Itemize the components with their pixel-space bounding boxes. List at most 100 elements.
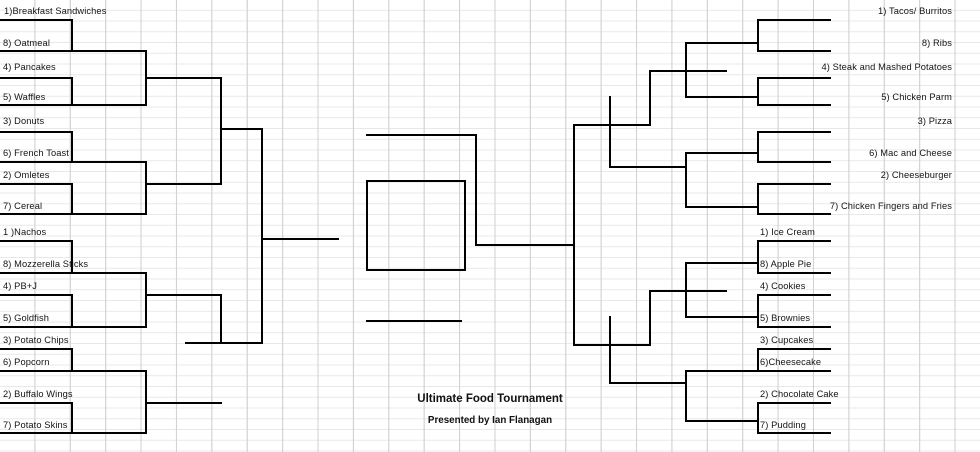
bracket-line-bl-r2-c: [71, 370, 147, 372]
bracket-join-bl-region: [220, 294, 222, 344]
bracket-line-tl-r3-a: [145, 77, 222, 79]
bracket-line-br-r2-c: [685, 370, 759, 372]
bracket-line-right-semifinal-top: [573, 124, 651, 126]
bracket-join-tr-region2: [609, 96, 611, 168]
team-label-bl-6: 6) Popcorn: [3, 357, 50, 367]
team-label-bl-4: 5) Goldfish: [3, 313, 50, 323]
team-label-tl-3: 4) Pancakes: [3, 62, 56, 72]
bracket-join-bl-m2: [71, 294, 73, 328]
bracket-join-br-s1: [685, 262, 687, 318]
bracket-line-br-r1-t7: [757, 402, 831, 404]
team-label-tl-1: 1)Breakfast Sandwiches: [4, 6, 107, 16]
bracket-line-tl-r1-t8: [0, 213, 73, 215]
team-label-tr-1: 1) Tacos/ Burritos: [878, 6, 952, 16]
bracket-line-br-r1-t5: [757, 348, 831, 350]
bracket-line-tl-r3-b: [145, 183, 222, 185]
bracket-line-bl-r1-t4: [0, 326, 73, 328]
bracket-line-tr-r1-t4: [757, 104, 831, 106]
bracket-line-tr-r3-a: [649, 70, 727, 72]
bracket-line-tr-r2-b: [685, 96, 759, 98]
team-label-tr-4: 5) Chicken Parm: [881, 92, 952, 102]
bracket-join-tl-m1: [71, 19, 73, 52]
bracket-line-br-r3-b: [609, 382, 687, 384]
bracket-line-br-r1-t2: [757, 272, 831, 274]
team-label-tl-8: 7) Cereal: [3, 201, 43, 211]
bracket-line-tr-r1-t5: [757, 131, 831, 133]
bracket-join-tr-region: [649, 70, 651, 126]
bracket-line-left-finalist: [261, 238, 339, 240]
bracket-line-br-r1-t1: [757, 240, 831, 242]
bracket-join-br-m1: [757, 240, 759, 274]
bracket-join-bl-m4: [71, 402, 73, 434]
bracket-line-bl-r2-b: [71, 326, 147, 328]
team-label-bl-1: 1 )Nachos: [3, 227, 47, 237]
bracket-line-br-r1-t8: [757, 432, 831, 434]
bracket-join-bl-m1: [71, 240, 73, 274]
bracket-join-br-m3: [757, 348, 759, 372]
bracket-join-tl-m4: [71, 183, 73, 215]
bracket-line-tr-r1-t8: [757, 213, 831, 215]
bracket-join-tr-m3: [757, 131, 759, 163]
bracket-line-tl-r2-d: [71, 213, 147, 215]
bracket-line-tr-r2-a: [685, 42, 759, 44]
team-label-br-8: 7) Pudding: [760, 420, 806, 430]
bracket-line-right-finalist: [475, 244, 575, 246]
bracket-line-br-r1-t3: [757, 294, 831, 296]
bracket-line-tr-r1-t3: [757, 77, 831, 79]
bracket-join-center-right: [475, 134, 477, 246]
bracket-line-bl-r1-t7: [0, 402, 73, 404]
bracket-line-bl-r1-t5: [0, 348, 73, 350]
bracket-join-br-region2: [609, 316, 611, 384]
bracket-line-tr-r1-t7: [757, 183, 831, 185]
bracket-join-left-final: [261, 128, 263, 344]
team-label-br-3: 4) Cookies: [760, 281, 806, 291]
team-label-tl-4: 5) Waffles: [3, 92, 46, 102]
bracket-line-tl-r2-c: [71, 161, 147, 163]
bracket-line-champ-top: [366, 134, 477, 136]
bracket-line-champ-bottom: [366, 320, 462, 322]
team-label-tr-7: 2) Cheeseburger: [880, 170, 952, 180]
bracket-join-tl-region: [220, 77, 222, 185]
bracket-line-tl-r2-b: [71, 104, 147, 106]
bracket-line-tr-r1-t6: [757, 161, 831, 163]
team-label-br-1: 1) Ice Cream: [760, 227, 815, 237]
team-label-br-4: 5) Brownies: [760, 313, 811, 323]
bracket-line-br-r2-a: [685, 262, 759, 264]
bracket-join-tr-m4: [757, 183, 759, 215]
team-label-tr-5: 3) Pizza: [917, 116, 952, 126]
champion-box[interactable]: [366, 180, 466, 271]
bracket-line-br-r2-b: [685, 316, 759, 318]
page-title: Ultimate Food Tournament: [417, 393, 563, 405]
bracket-line-left-semifinal-top: [220, 128, 262, 130]
bracket-line-tl-r1-t1: [0, 19, 73, 21]
bracket-join-tr-m1: [757, 19, 759, 52]
bracket-join-bl-m3: [71, 348, 73, 372]
team-label-bl-3: 4) PB+J: [3, 281, 38, 291]
bracket-join-br-region: [649, 290, 651, 346]
page-subtitle: Presented by Ian Flanagan: [427, 415, 553, 426]
bracket-line-bl-r1-t6: [0, 370, 73, 372]
bracket-line-tl-r2-a: [71, 50, 147, 52]
bracket-line-bl-r2-d: [71, 432, 147, 434]
bracket-line-tl-r1-t5: [0, 131, 73, 133]
bracket-join-br-s2: [685, 370, 687, 422]
bracket-line-bl-r1-t8: [0, 432, 73, 434]
team-label-tl-7: 2) Omletes: [3, 170, 50, 180]
bracket-join-tr-s1: [685, 42, 687, 98]
bracket-join-bl-s1: [145, 272, 147, 328]
bracket-line-br-r3-a: [649, 290, 727, 292]
bracket-line-right-semifinal-bottom: [573, 344, 651, 346]
bracket-join-tl-s2: [145, 161, 147, 215]
bracket-line-tl-r1-t2: [0, 50, 73, 52]
bracket-line-tr-r1-t2: [757, 50, 831, 52]
bracket-join-right-final: [573, 124, 575, 346]
bracket-line-tl-r1-t6: [0, 161, 73, 163]
team-label-bl-5: 3) Potato Chips: [3, 335, 69, 345]
team-label-bl-2: 8) Mozzerella Sticks: [3, 259, 89, 269]
team-label-bl-8: 7) Potato Skins: [3, 420, 68, 430]
team-label-tr-6: 6) Mac and Cheese: [869, 148, 952, 158]
bracket-line-bl-r3-b: [145, 402, 222, 404]
team-label-tl-2: 8) Oatmeal: [3, 38, 50, 48]
bracket-line-bl-r3-a: [145, 294, 222, 296]
